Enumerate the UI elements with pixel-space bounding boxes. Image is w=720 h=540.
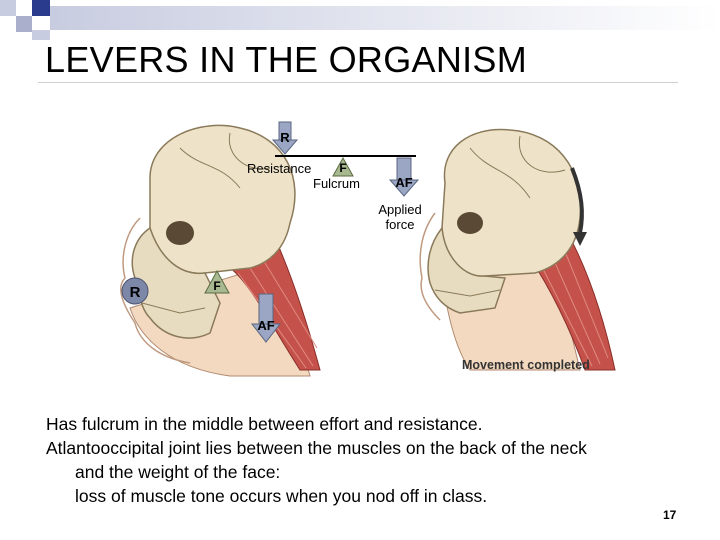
decorative-header-squares: [0, 0, 720, 40]
lever-diagram: [271, 121, 420, 197]
title-divider: [38, 82, 678, 83]
resistance-marker-label: R: [130, 284, 141, 301]
right-skull-illustration: [419, 128, 616, 371]
body-line-4: loss of muscle tone occurs when you nod …: [75, 486, 488, 506]
body-line-2: Atlantooccipital joint lies between the …: [46, 438, 587, 458]
resistance-marker-circle: [121, 277, 149, 305]
lever-r-label: R: [280, 130, 290, 145]
page-title: LEVERS IN THE ORGANISM: [45, 39, 528, 80]
fulcrum-marker-triangle: [204, 269, 230, 294]
slide-body: Has fulcrum in the middle between effort…: [46, 412, 686, 508]
force-label: force: [386, 217, 415, 232]
movement-completed-label: Movement completed: [462, 358, 590, 372]
applied-label: Applied: [378, 202, 421, 217]
applied-force-arrow-icon: [250, 293, 282, 343]
lever-illustration: R F AF R Resistance F Fulcrum AF Applied…: [120, 121, 616, 377]
fulcrum-label: Fulcrum: [313, 176, 360, 191]
body-line-1: Has fulcrum in the middle between effort…: [46, 414, 483, 434]
body-line-3: and the weight of the face:: [75, 462, 281, 482]
fulcrum-marker-label: F: [213, 279, 220, 293]
applied-force-marker-label: AF: [257, 318, 274, 333]
lever-af-label: AF: [395, 175, 412, 190]
lever-f-label: F: [339, 161, 346, 175]
resistance-label: Resistance: [247, 161, 311, 176]
page-number: 17: [663, 508, 677, 522]
